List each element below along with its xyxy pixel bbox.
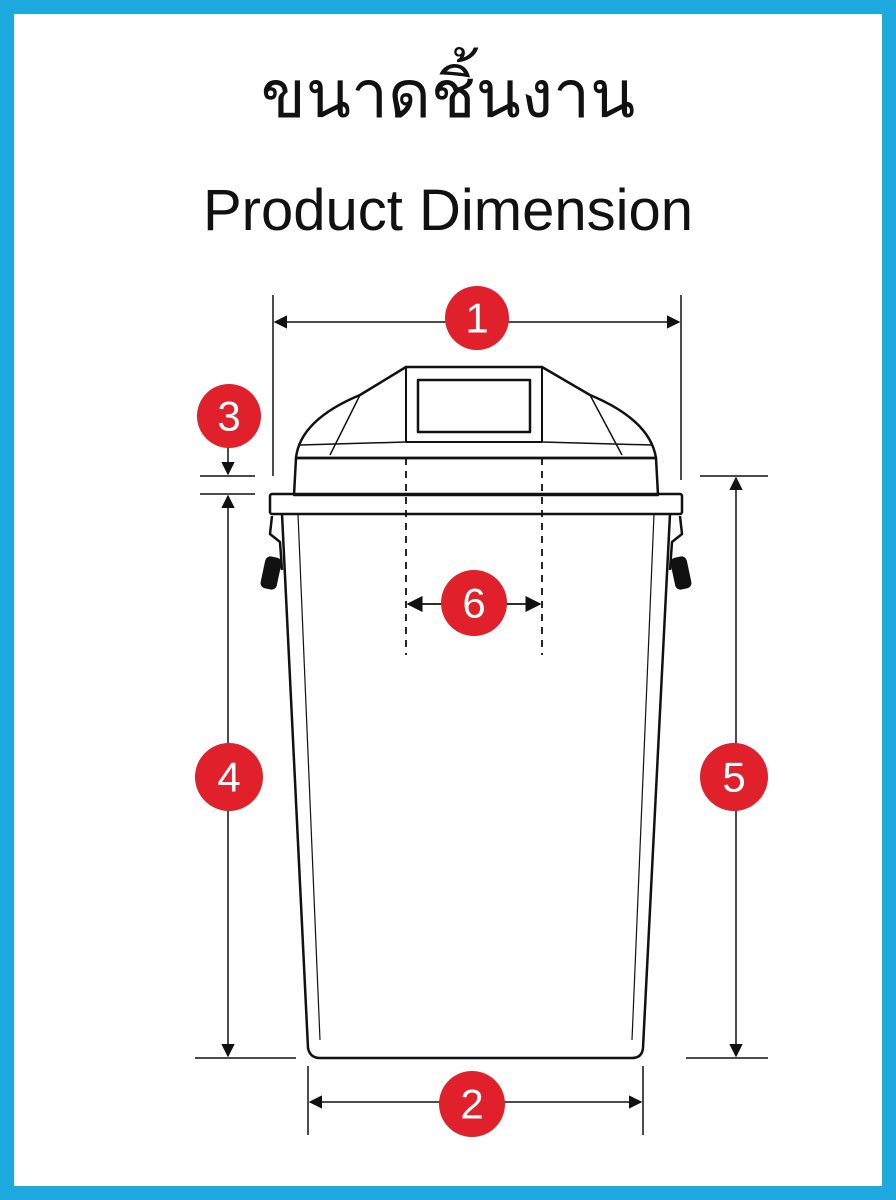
- badge-5: 5: [700, 743, 768, 811]
- swing-flap: [416, 378, 532, 434]
- right-handle: [668, 515, 684, 571]
- title-thai: ขนาดชิ้นงาน: [260, 56, 636, 133]
- badge-5-label: 5: [722, 754, 745, 801]
- dimension-lid-gap: [200, 446, 255, 495]
- trash-bin-illustration: [260, 365, 692, 1060]
- badge-1-label: 1: [465, 295, 488, 342]
- bin-rim: [268, 492, 684, 516]
- badge-3-label: 3: [217, 393, 240, 440]
- badge-2: 2: [439, 1071, 505, 1137]
- badge-1: 1: [445, 286, 509, 350]
- badge-6: 6: [441, 570, 507, 636]
- badge-2-label: 2: [460, 1081, 483, 1128]
- bin-body: [280, 513, 672, 1060]
- badge-6-label: 6: [462, 580, 485, 627]
- badge-4: 4: [195, 743, 263, 811]
- title-english: Product Dimension: [203, 178, 693, 243]
- badge-4-label: 4: [217, 754, 240, 801]
- badge-3: 3: [197, 384, 261, 448]
- left-handle: [268, 515, 284, 571]
